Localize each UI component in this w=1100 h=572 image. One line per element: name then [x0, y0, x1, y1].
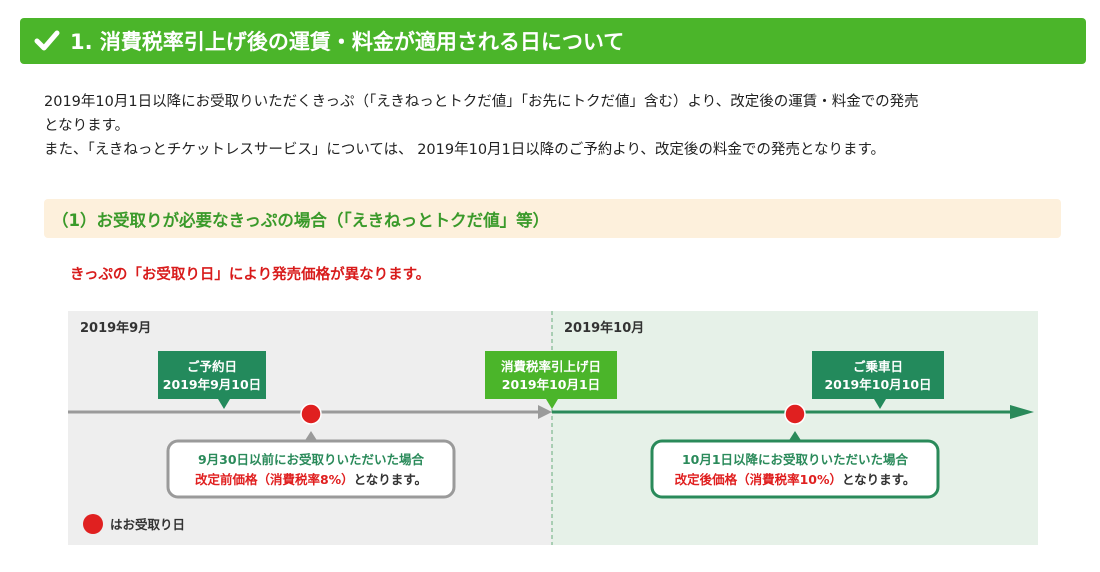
legend-dot-icon: [83, 514, 103, 534]
legend-label: はお受取り日: [110, 517, 185, 532]
before-line-1: 9月30日以前にお受取りいただいた場合: [198, 452, 425, 467]
sub-heading: （1）お受取りが必要なきっぷの場合（「えきねっとトクだ値」等）: [44, 199, 1061, 238]
after-line-2: 改定後価格（消費税率10%）となります。: [675, 472, 916, 487]
tax-change-date: 2019年10月1日: [502, 377, 600, 392]
section-heading-title: 1. 消費税率引上げ後の運賃・料金が適用される日について: [70, 30, 625, 54]
timeline-before-arrow: [538, 405, 552, 419]
intro-line-1: 2019年10月1日以降にお受取りいただくきっぷ（「えきねっとトクだ値」「お先に…: [44, 94, 919, 110]
after-callout: 10月1日以降にお受取りいただいた場合 改定後価格（消費税率10%）となります。: [650, 431, 940, 499]
intro-text: 2019年10月1日以降にお受取りいただくきっぷ（「えきねっとトクだ値」「お先に…: [44, 90, 1074, 162]
timeline-diagram: 2019年9月 2019年10月 ご予約日 2019年9月10日 消費税率引上げ…: [68, 311, 1038, 545]
before-price: 改定前価格（消費税率8%）: [195, 472, 354, 487]
checkmark-icon: [34, 30, 60, 51]
reservation-label: ご予約日: [187, 359, 237, 374]
sub-heading-title: （1）お受取りが必要なきっぷの場合（「えきねっとトクだ値」等）: [52, 210, 550, 230]
after-price: 改定後価格（消費税率10%）: [675, 472, 842, 487]
september-panel: [68, 311, 552, 545]
reservation-flag: ご予約日 2019年9月10日: [158, 351, 266, 409]
october-panel: [552, 311, 1038, 545]
boarding-flag: ご乗車日 2019年10月10日: [812, 351, 944, 409]
before-line-2: 改定前価格（消費税率8%）となります。: [195, 472, 427, 487]
before-suffix: となります。: [354, 472, 427, 487]
after-suffix: となります。: [842, 472, 915, 487]
section-heading: 1. 消費税率引上げ後の運賃・料金が適用される日について: [20, 18, 1086, 64]
boarding-label: ご乗車日: [853, 359, 903, 374]
reservation-date: 2019年9月10日: [163, 377, 261, 392]
after-line-1: 10月1日以降にお受取りいただいた場合: [682, 452, 909, 467]
boarding-date: 2019年10月10日: [824, 377, 931, 392]
before-callout: 9月30日以前にお受取りいただいた場合 改定前価格（消費税率8%）となります。: [166, 431, 456, 499]
price-notice: きっぷの「お受取り日」により発売価格が異なります。: [70, 267, 431, 283]
tax-change-flag: 消費税率引上げ日 2019年10月1日: [485, 351, 617, 409]
pickup-dot-before: [300, 403, 322, 425]
pickup-dot-after: [784, 403, 806, 425]
intro-line-2: となります。: [44, 118, 130, 134]
timeline-after-arrow: [1010, 405, 1034, 419]
tax-change-label: 消費税率引上げ日: [501, 359, 601, 374]
period-left-label: 2019年9月: [80, 320, 151, 336]
intro-line-3: また、「えきねっとチケットレスサービス」については、 2019年10月1日以降の…: [44, 142, 886, 158]
period-right-label: 2019年10月: [564, 320, 644, 336]
timeline-svg: 2019年9月 2019年10月 ご予約日 2019年9月10日 消費税率引上げ…: [68, 311, 1038, 545]
